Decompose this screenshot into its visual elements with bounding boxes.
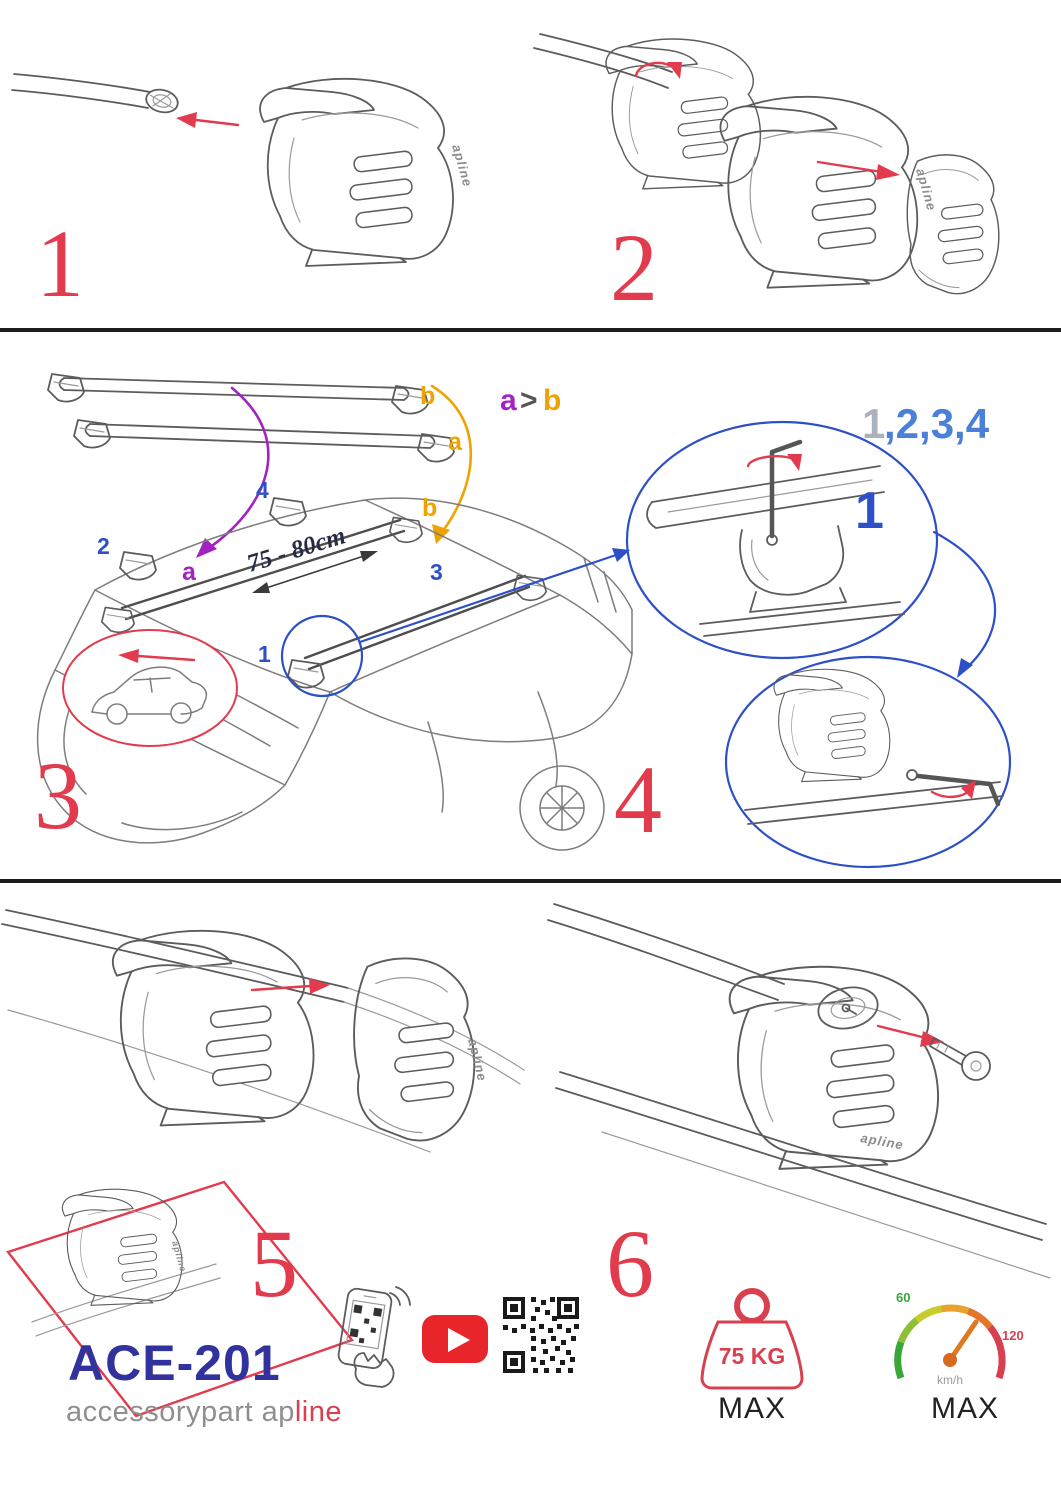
allen-key-side-icon [915,773,1001,807]
bar-label-b: b [420,382,435,410]
order-label-a: a [500,384,517,417]
car-label-a: a [182,558,197,586]
product-brand-text: apline [449,143,475,189]
product-brand-text: apline [465,1037,490,1083]
scan-signal-icon [389,1286,411,1306]
allen-key-icon [769,439,803,539]
foot-highlight-circle [280,614,364,698]
foot-drawing [259,77,454,267]
mounted-bars-drawing [100,516,548,689]
key-icon [929,1037,991,1081]
insert-arrow-icon [176,112,240,128]
crossbar-b-drawing [47,373,429,415]
car-label-b: b [422,494,437,522]
brand-logo-text: accessorypart apline [66,1396,342,1429]
step3-number: 3 [34,742,82,849]
foot-drawing [111,929,315,1127]
sequence-text-rest: ,2,3,4 [884,400,990,447]
speedometer-icon: 60 120 km/h [894,1290,1024,1387]
detail-connector-arrow [932,530,997,678]
position-label-4: 4 [256,477,269,503]
foot-drawing [605,38,762,190]
position-label-2: 2 [97,533,110,559]
brand-sub-gray: ap [261,1396,295,1428]
car-direction-inset [62,629,238,747]
step4-number: 4 [614,746,662,853]
position-label-1: 1 [258,641,271,667]
speed-low-label: 60 [896,1290,910,1305]
brand-main-text: accessorypart [66,1396,254,1428]
foot-drawing [719,95,919,289]
step1-illustration: apline [11,73,476,267]
step3-step4-illustration: b a a > b 1 ,2,3,4 [36,373,1012,869]
rotate-arrow-icon [634,61,682,79]
rotate-arrow-icon [746,454,802,471]
order-label-gt: > [520,384,538,417]
sequence-text-first: 1 [862,400,885,447]
detail-pointer-arrow [358,548,630,644]
key-arrow-icon [876,1024,944,1047]
cover-drawing [353,957,476,1142]
foot-drawing-small [61,1188,183,1306]
foot-drawing [773,668,891,783]
crossbar-a-drawing [73,419,455,463]
step6-number: 6 [606,1210,654,1317]
youtube-icon [422,1315,488,1363]
step1-number: 1 [36,210,84,317]
brand-sub-red: line [294,1396,342,1428]
step5-number: 5 [250,1210,298,1317]
detail-step-number: 1 [855,482,884,540]
product-brand-text: apline [170,1240,188,1274]
speed-unit-label: km/h [937,1373,963,1387]
inset-car-drawing [91,666,208,725]
crossbar-drawing [11,73,179,114]
detail-frame [5,1180,355,1418]
weight-max-label: MAX [717,1392,786,1425]
step5-illustration: apline apline [1,909,525,1418]
phone-scan-icon [337,1286,411,1388]
attach-arrow-icon [250,978,330,994]
speedometer-needle [947,1319,979,1363]
rotate-arrow-icon [930,780,976,799]
step6-illustration: apline [547,903,1051,1279]
section-divider-2 [0,879,1061,883]
distance-label: 75 - 80cm [244,522,349,577]
product-brand-text: apline [859,1130,905,1152]
model-number: ACE-201 [68,1335,281,1391]
speed-max-label: MAX [930,1392,999,1425]
phone-qr-pattern [349,1304,383,1344]
detail-rail-drawing [31,1263,221,1337]
hand-icon [353,1352,395,1388]
roof-rail-drawing [1,909,525,1153]
weight-limit-icon: 75 KG [700,1288,804,1390]
roof-rail-drawing [555,1071,1051,1279]
bar-label-a: a [448,428,463,456]
detail-tighten-side [724,655,1012,869]
crossbar-drawing [547,903,785,1001]
order-label-b: b [543,384,561,417]
crossbar-drawing [533,33,673,89]
section-divider-1 [0,328,1061,332]
position-label-3: 3 [430,559,443,585]
direction-arrow-icon [118,649,196,663]
speed-high-label: 120 [1002,1328,1024,1343]
detach-arrow-icon [816,160,900,180]
qr-code-icon [503,1297,579,1373]
foot-drawing [728,965,939,1170]
weight-value: 75 KG [719,1343,785,1369]
detail-tighten-top [625,420,939,660]
step2-number: 2 [610,214,658,321]
bar-b-route-arrow [430,384,473,544]
lock-icon [817,986,879,1030]
step2-illustration: apline [533,33,1000,295]
